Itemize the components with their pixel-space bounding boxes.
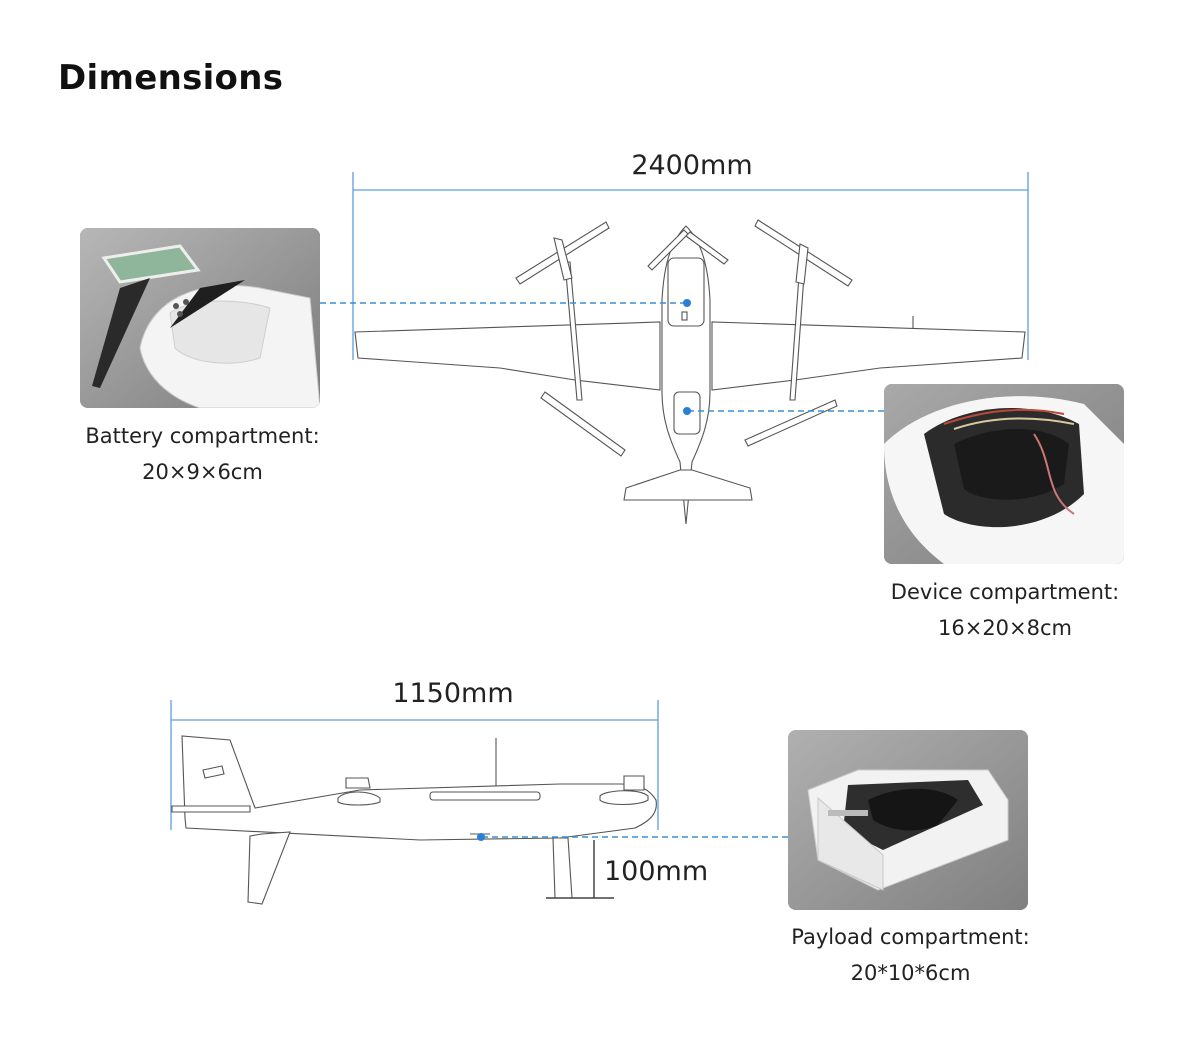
height-dimension: 100mm bbox=[546, 840, 708, 899]
payload-leader bbox=[477, 833, 788, 841]
device-leader bbox=[683, 407, 884, 415]
aircraft-side-view bbox=[171, 735, 657, 905]
wingspan-label: 2400mm bbox=[631, 150, 752, 181]
battery-leader bbox=[320, 299, 691, 307]
device-compartment-photo bbox=[884, 384, 1124, 564]
battery-name: Battery compartment: bbox=[85, 424, 320, 448]
length-label: 1150mm bbox=[392, 678, 513, 709]
device-name: Device compartment: bbox=[890, 580, 1120, 604]
payload-size: 20*10*6cm bbox=[850, 961, 971, 985]
length-dimension: 1150mm bbox=[170, 678, 659, 830]
aircraft-top-view bbox=[354, 219, 1026, 525]
page-title: Dimensions bbox=[58, 58, 284, 98]
battery-compartment-photo bbox=[80, 228, 320, 408]
battery-caption: Battery compartment: 20×9×6cm bbox=[60, 418, 345, 490]
wingspan-dimension: 2400mm bbox=[352, 150, 1029, 360]
payload-name: Payload compartment: bbox=[791, 925, 1030, 949]
device-caption: Device compartment: 16×20×8cm bbox=[870, 574, 1140, 646]
payload-compartment-photo bbox=[788, 730, 1028, 910]
device-size: 16×20×8cm bbox=[938, 616, 1072, 640]
payload-caption: Payload compartment: 20*10*6cm bbox=[768, 919, 1053, 991]
battery-size: 20×9×6cm bbox=[142, 460, 263, 484]
height-label: 100mm bbox=[604, 856, 708, 887]
